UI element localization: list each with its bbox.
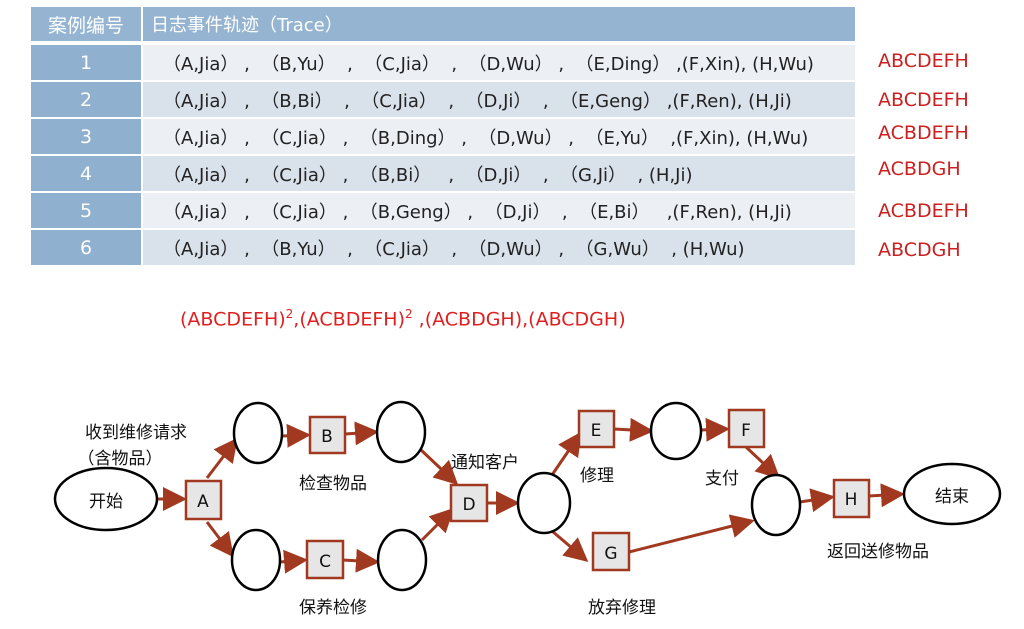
table-row: 1（A,Jia） , （B,Yu） , （C,Jia） , （D,Wu） , （…	[31, 45, 855, 80]
arrow	[868, 483, 905, 508]
place-circle	[375, 400, 427, 464]
trace-code: ACBDEFH	[878, 200, 969, 222]
table-row: 5（A,Jia） , （C,Jia） , （B,Geng） , （D,Ji） ,…	[31, 193, 855, 228]
label-abandon: 放弃修理	[588, 598, 656, 618]
trace-cell: （A,Jia） , （C,Jia） , （B,Ding） , （D,Wu） , …	[143, 119, 855, 154]
task-a-label: A	[197, 492, 209, 512]
arrow	[613, 417, 654, 442]
start-label: 开始	[89, 492, 123, 512]
label-receive-note: （含物品）	[78, 449, 163, 469]
label-pay: 支付	[705, 469, 739, 489]
formula-exponent: 2	[404, 307, 413, 321]
trace-cell: （A,Jia） , （B,Bi） , （C,Jia） , （D,Ji） , （E…	[143, 82, 855, 117]
formula-exponent: 2	[285, 307, 294, 321]
arrow	[700, 417, 730, 442]
case-id-cell: 4	[31, 156, 143, 191]
arrow	[550, 431, 582, 476]
arrow	[205, 521, 234, 558]
end-label: 结束	[935, 487, 969, 507]
case-id-cell: 3	[31, 119, 143, 154]
end-event	[902, 462, 1002, 526]
table-row: 3（A,Jia） , （C,Jia） , （B,Ding） , （D,Wu） ,…	[31, 119, 855, 154]
label-maintain: 保养检修	[299, 598, 367, 618]
trace-cell: （A,Jia） , （B,Yu） , （C,Jia） , （D,Wu） , （E…	[143, 45, 855, 80]
header-trace: 日志事件轨迹（Trace）	[151, 15, 343, 36]
header-case-id: 案例编号	[31, 7, 143, 41]
task-c-label: C	[319, 552, 331, 572]
task-f-label: F	[741, 421, 751, 441]
place-circle	[649, 401, 703, 461]
arrow	[342, 548, 380, 573]
case-id-cell: 6	[31, 230, 143, 265]
task-g-box	[591, 531, 631, 572]
arrow	[281, 423, 311, 448]
trace-cell: （A,Jia） , （B,Yu） , （C,Jia） , （D,Wu） , （G…	[143, 230, 855, 265]
arrow	[799, 488, 835, 513]
task-d-label: D	[462, 495, 475, 515]
case-id-cell: 1	[31, 45, 143, 80]
task-b-label: B	[321, 427, 333, 447]
place-circle	[230, 528, 282, 592]
task-h-box	[832, 478, 871, 519]
table-row: 4（A,Jia） , （C,Jia） , （B,Bi） , （D,Ji） , （…	[31, 156, 855, 191]
task-a-box	[184, 479, 223, 521]
task-c-box	[305, 539, 345, 580]
arrow	[205, 437, 238, 479]
task-h-label: H	[845, 490, 858, 510]
arrow	[420, 507, 455, 542]
task-e-box	[577, 409, 616, 449]
trace-code: ACBDEFH	[878, 122, 969, 144]
label-check: 检查物品	[299, 474, 367, 494]
arrows	[157, 417, 905, 574]
place-circle	[516, 471, 572, 535]
place-circle	[232, 401, 284, 465]
label-notify: 通知客户	[451, 453, 519, 473]
arrow	[344, 421, 379, 446]
place-circle	[750, 473, 802, 537]
trace-code: ACBDGH	[878, 158, 961, 180]
formula-part: ,(ACBDEFH)	[293, 308, 405, 331]
task-d-box	[449, 483, 489, 523]
label-receive: 收到维修请求	[85, 423, 187, 443]
task-f-box	[727, 408, 766, 449]
trace-code: ABCDGH	[878, 239, 961, 261]
formula-part: ,(ACBDGH),(ABCDGH)	[412, 308, 626, 331]
label-repair: 修理	[580, 466, 614, 486]
trace-formula: (ABCDEFH)2,(ACBDEFH)2 ,(ACBDGH),(ABCDGH)	[180, 307, 626, 330]
event-log-table: 案例编号 日志事件轨迹（Trace） 1（A,Jia） , （B,Yu） , （…	[31, 7, 855, 267]
trace-cell: （A,Jia） , （C,Jia） , （B,Geng） , （D,Ji） , …	[143, 193, 855, 228]
task-g-label: G	[604, 544, 617, 564]
place-circle	[376, 528, 428, 592]
arrow	[551, 529, 589, 562]
task-e-label: E	[591, 421, 602, 441]
arrow	[744, 445, 781, 480]
label-return: 返回送修物品	[827, 542, 929, 562]
arrow	[279, 549, 308, 574]
trace-cell: （A,Jia） , （C,Jia） , （B,Bi） , （D,Ji） , （G…	[143, 156, 855, 191]
formula-part: (ABCDEFH)	[180, 308, 286, 331]
case-id-cell: 5	[31, 193, 143, 228]
table-row: 6（A,Jia） , （B,Yu） , （C,Jia） , （D,Wu） , （…	[31, 230, 855, 265]
trace-code: ABCDEFH	[878, 50, 969, 72]
table-header: 案例编号 日志事件轨迹（Trace）	[31, 7, 855, 41]
task-b-box	[308, 415, 347, 455]
trace-code: ABCDEFH	[878, 89, 969, 111]
arrow	[628, 514, 755, 554]
table-row: 2（A,Jia） , （B,Bi） , （C,Jia） , （D,Ji） , （…	[31, 82, 855, 117]
start-event	[53, 466, 159, 532]
case-id-cell: 2	[31, 82, 143, 117]
arrow	[419, 448, 459, 486]
